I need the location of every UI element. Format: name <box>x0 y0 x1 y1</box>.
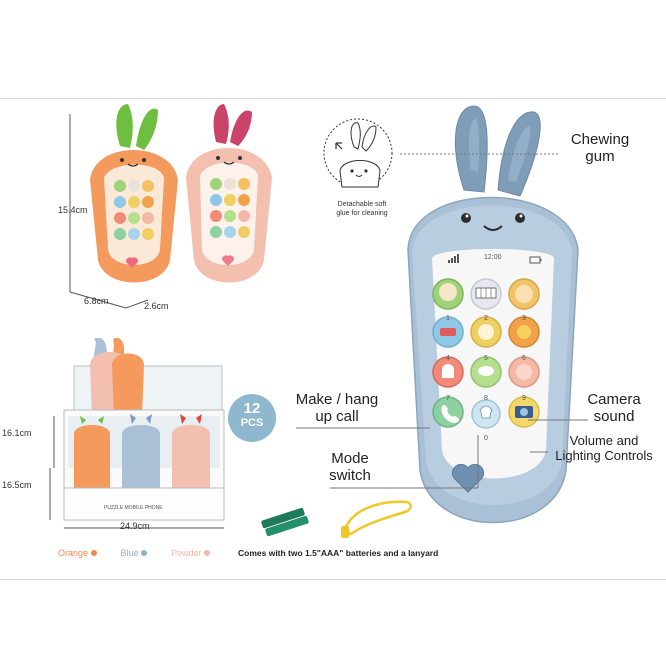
key-number-7: 7 <box>446 395 450 402</box>
make-call-callout: Make / hang up call <box>292 391 382 425</box>
accessories-note: Comes with two 1.5"AAA" batteries and a … <box>238 548 439 558</box>
pink-phone-right-ear <box>230 110 252 146</box>
pcs-count: 12 <box>243 400 261 417</box>
orange-phone-left-ear <box>116 104 133 148</box>
key-number-3: 3 <box>522 315 526 322</box>
chewing-gum-line2: gum <box>585 148 615 165</box>
box-height-top-label: 16.1cm <box>2 428 32 438</box>
pink-phone-left-ear <box>213 104 229 144</box>
key-number-0: 0 <box>484 435 488 442</box>
camera-sound-line1: Camera <box>587 391 641 408</box>
detachable-ears-illustration <box>323 118 393 188</box>
box-orange-row <box>74 416 110 498</box>
camera-sound-callout: Camera sound <box>580 391 648 425</box>
volume-line2: Lighting Controls <box>555 448 653 463</box>
box-height-total-label: 16.5cm <box>2 480 32 490</box>
width-dimension-line <box>69 291 127 309</box>
variant-powder: Powder <box>171 548 211 558</box>
key-number-1: 1 <box>446 315 450 322</box>
orange-dot-icon <box>90 550 97 556</box>
pcs-badge: 12 PCS <box>228 394 276 442</box>
lanyard-icon <box>343 500 412 536</box>
box-blue-row <box>122 414 160 498</box>
detach-note-line2: glue for cleaning <box>336 210 388 217</box>
arrow-icon <box>335 142 343 150</box>
variant-legend: Orange Blue Powder <box>58 548 238 558</box>
powder-dot-icon <box>204 550 211 556</box>
chewing-gum-callout: Chewing gum <box>566 131 634 165</box>
right-eye <box>515 213 525 223</box>
heart-button[interactable] <box>448 460 488 496</box>
detach-note-line1: Detachable soft <box>337 201 387 208</box>
pink-phone-keypad <box>210 178 250 238</box>
key-number-5: 5 <box>484 355 488 362</box>
dimension-illustration <box>69 104 272 309</box>
signal-icon <box>448 254 459 263</box>
pcs-unit: PCS <box>240 417 264 429</box>
key-number-4: 4 <box>446 355 450 362</box>
height-label: 15.4cm <box>58 205 88 215</box>
blue-dot-icon <box>141 550 148 556</box>
pink-phone-heart-button <box>221 255 235 266</box>
key-number-9: 9 <box>522 395 526 402</box>
width-label: 6.8cm <box>84 296 109 306</box>
volume-callout: Volume and Lighting Controls <box>546 433 662 463</box>
orange-phone-right-ear <box>136 108 158 150</box>
depth-label: 2.6cm <box>144 301 169 311</box>
screen-time: 12:00 <box>484 254 502 261</box>
depth-dimension-line <box>125 299 149 309</box>
box-title: PUZZLE MOBILE PHONE <box>104 505 163 511</box>
detach-note: Detachable soft glue for cleaning <box>322 200 402 218</box>
key-number-2: 2 <box>484 315 488 322</box>
left-eye <box>461 213 471 223</box>
chewing-gum-line1: Chewing <box>570 131 630 148</box>
mode-switch-callout: Mode switch <box>318 450 382 484</box>
make-call-line2: up call <box>315 408 359 425</box>
battery-pair-icon <box>261 507 309 537</box>
make-call-line1: Make / hang <box>295 391 379 408</box>
smile <box>483 225 503 231</box>
mode-switch-line2: switch <box>329 467 371 484</box>
variant-orange: Orange <box>58 548 97 558</box>
orange-phone-heart-button <box>125 257 139 268</box>
orange-phone-keypad <box>114 180 154 240</box>
accessories-illustration <box>261 500 412 538</box>
display-box-illustration <box>49 338 225 529</box>
main-keypad: 1 2 3 4 5 6 7 8 9 0 <box>428 272 548 472</box>
key-number-6: 6 <box>522 355 526 362</box>
box-width-label: 24.9cm <box>120 521 150 531</box>
mode-switch-line1: Mode <box>331 450 369 467</box>
key-number-8: 8 <box>484 395 488 402</box>
box-pink-row <box>172 414 210 498</box>
variant-blue: Blue <box>121 548 148 558</box>
camera-sound-line2: sound <box>593 408 635 425</box>
volume-line1: Volume and <box>569 433 639 448</box>
